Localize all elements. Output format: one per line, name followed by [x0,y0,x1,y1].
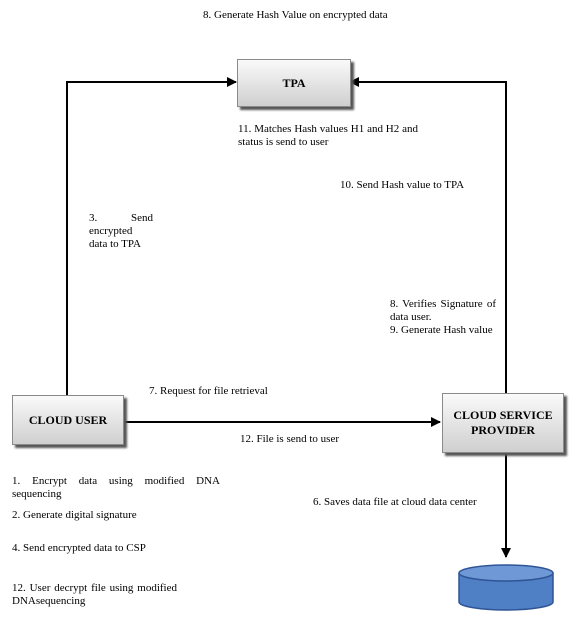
database-icon [458,564,554,611]
step8-9-label: 8. Verifies Signature of data user. 9. G… [390,298,496,337]
step6-label: 6. Saves data file at cloud data center [313,496,477,508]
step9-hash-text: 9. Generate Hash value [390,324,493,336]
user-step-4: 4. Send encrypted data to CSP [12,542,146,554]
cloud-user-box: CLOUD USER [12,395,124,445]
cloud-user-label: CLOUD USER [28,412,108,427]
user-step-12: 12. User decrypt file using modified DNA… [12,582,177,607]
user-step-1: 1. Encrypt data using modified DNA seque… [12,475,220,500]
step10-label: 10. Send Hash value to TPA [340,179,465,191]
csp-label: CLOUD SERVICE PROVIDER [453,408,553,437]
tpa-label: TPA [282,75,306,90]
step11-label: 11. Matches Hash values H1 and H2 and st… [238,123,418,148]
step8-hash-label: 8. Generate Hash Value on encrypted data [203,9,388,21]
step3-label: 3. Send encrypted data to TPA [89,212,153,250]
user-step-2: 2. Generate digital signature [12,509,137,521]
tpa-box: TPA [237,59,351,107]
arrow-csp-to-tpa [349,77,507,393]
step7-label: 7. Request for file retrieval [149,385,268,397]
step12-send-label: 12. File is send to user [240,433,339,445]
step8-verify-text: 8. Verifies Signature of data user. [390,298,496,323]
arrow-user-to-tpa [66,77,237,395]
csp-box: CLOUD SERVICE PROVIDER [442,393,564,453]
